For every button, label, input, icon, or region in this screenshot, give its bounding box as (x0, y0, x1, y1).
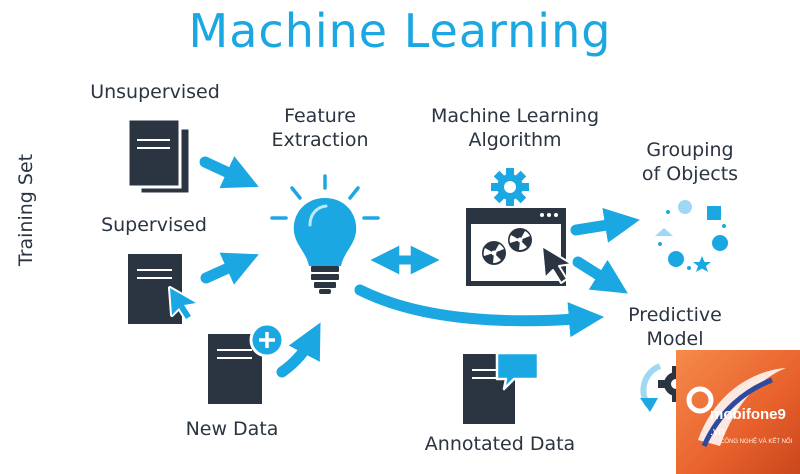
stacked-documents-icon (126, 117, 192, 196)
predictive-line1: Predictive (628, 304, 722, 326)
cursor-icon (541, 245, 573, 284)
arrow-to-predictive (354, 284, 605, 338)
grouping-line2: of Objects (641, 163, 739, 185)
new-data-label: New Data (185, 418, 279, 440)
ml-algorithm-line2: Algorithm (468, 129, 562, 151)
arrow-to-predictive-from-algorithm (572, 256, 628, 294)
document-plus-icon (208, 322, 285, 404)
watermark-brand: mobifone9 (710, 406, 786, 423)
ml-algorithm-line1: Machine Learning (430, 105, 600, 127)
watermark-domain: .vn (710, 426, 725, 438)
unsupervised-label: Unsupervised (90, 81, 220, 103)
lightbulb-icon (270, 174, 380, 294)
feature-extraction-line2: Extraction (271, 129, 369, 151)
grouping-line1: Grouping (646, 139, 734, 161)
swoosh-icon (686, 368, 786, 448)
grouping-label: Grouping of Objects (630, 138, 750, 186)
arrow-unsupervised (199, 156, 259, 189)
page-title: Machine Learning (188, 4, 612, 58)
document-speech-bubble-icon (463, 351, 540, 424)
input-arrows (199, 156, 321, 378)
arrow-supervised (200, 252, 259, 285)
predictive-model-label: Predictive Model (610, 303, 740, 351)
annotated-data-label: Annotated Data (424, 433, 576, 455)
feature-extraction-line1: Feature (284, 105, 356, 127)
gear-browser-window-icon (466, 208, 573, 286)
document-cursor-icon (128, 254, 198, 324)
predictive-line2: Model (646, 328, 704, 350)
radiation-mark-icon (482, 241, 506, 265)
shapes-circle-icon (655, 200, 728, 272)
watermark-tagline: CÔNG NGHỆ VÀ KẾT NỐI (720, 439, 793, 445)
gear-icon (491, 168, 529, 206)
arrow-to-grouping (570, 207, 640, 243)
supervised-label: Supervised (101, 214, 207, 236)
ml-algorithm-label: Machine Learning Algorithm (420, 104, 610, 152)
radiation-mark-icon-2 (508, 228, 532, 252)
arrow-new-data (276, 322, 321, 378)
watermark-logo: mobifone9 .vn CÔNG NGHỆ VÀ KẾT NỐI (676, 350, 800, 474)
feature-extraction-label: Feature Extraction (255, 104, 385, 152)
